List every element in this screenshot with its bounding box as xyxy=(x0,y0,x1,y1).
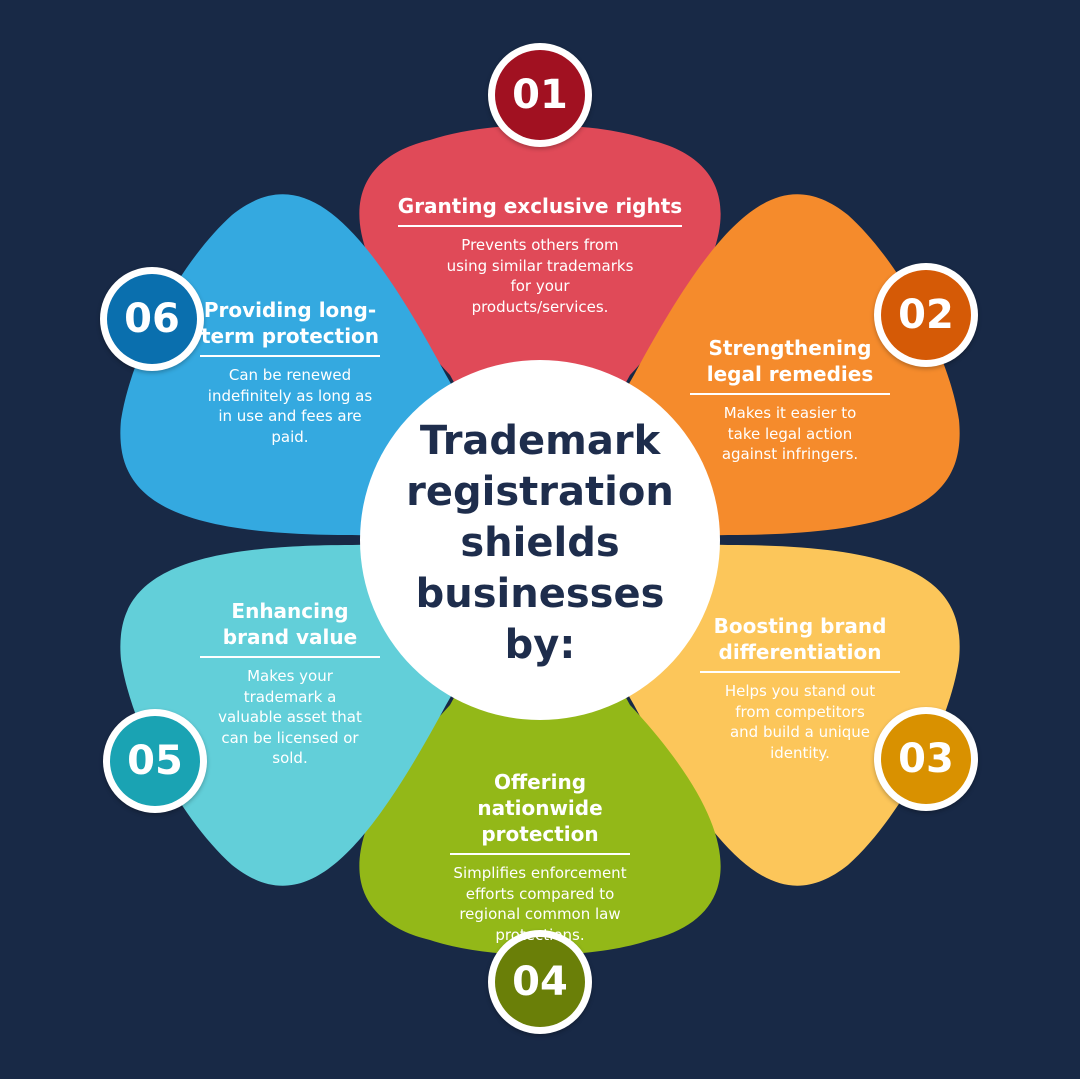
item-title-03: Boosting brand differentiation xyxy=(700,613,900,673)
item-title-01: Granting exclusive rights xyxy=(397,193,683,227)
badge-02: 02 xyxy=(874,263,978,367)
item-description-03: Helps you stand out from competitors and… xyxy=(724,682,876,762)
item-02: Strengthening legal remedies Makes it ea… xyxy=(690,335,890,465)
badge-03: 03 xyxy=(874,707,978,811)
item-01: Granting exclusive rights Prevents other… xyxy=(390,193,690,317)
badge-number-06: 06 xyxy=(107,274,197,364)
badge-01: 01 xyxy=(488,43,592,147)
badge-05: 05 xyxy=(103,709,207,813)
badge-number-04: 04 xyxy=(495,937,585,1027)
item-05: Enhancing brand value Makes your tradema… xyxy=(190,598,390,769)
badge-06: 06 xyxy=(100,267,204,371)
item-06: Providing long-term protection Can be re… xyxy=(190,297,390,447)
center-title: Trademark registration shields businesse… xyxy=(406,417,674,668)
item-title-04: Offering nationwide protection xyxy=(450,769,630,855)
petal-04 xyxy=(359,540,721,955)
item-04: Offering nationwide protection Simplifie… xyxy=(410,769,670,945)
item-title-05: Enhancing brand value xyxy=(200,598,380,658)
badge-number-03: 03 xyxy=(881,714,971,804)
item-title-06: Providing long-term protection xyxy=(200,297,380,357)
item-description-02: Makes it easier to take legal action aga… xyxy=(721,404,859,463)
item-description-05: Makes your trademark a valuable asset th… xyxy=(218,667,362,767)
badge-04: 04 xyxy=(488,930,592,1034)
item-description-04: Simplifies enforcement efforts compared … xyxy=(453,864,627,944)
center-circle: Trademark registration shields businesse… xyxy=(360,360,720,720)
item-description-01: Prevents others from using similar trade… xyxy=(446,236,634,316)
item-03: Boosting brand differentiation Helps you… xyxy=(700,613,900,763)
item-description-06: Can be renewed indefinitely as long as i… xyxy=(207,366,373,446)
badge-number-01: 01 xyxy=(495,50,585,140)
petal-01 xyxy=(359,125,721,540)
badge-number-02: 02 xyxy=(881,270,971,360)
badge-number-05: 05 xyxy=(110,716,200,806)
item-title-02: Strengthening legal remedies xyxy=(690,335,890,395)
